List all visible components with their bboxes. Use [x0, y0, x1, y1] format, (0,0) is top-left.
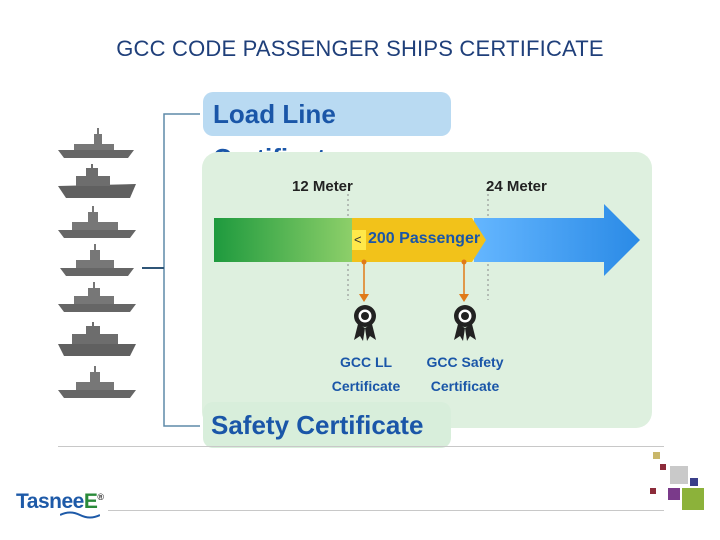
decor-square [660, 464, 666, 470]
ship-icon [54, 322, 140, 358]
divider [58, 446, 664, 447]
green-segment [214, 218, 354, 262]
ship-icon [54, 366, 140, 402]
decor-square [650, 488, 656, 494]
footer-divider [108, 510, 664, 511]
ship-icon [54, 206, 140, 242]
award-ribbon-icon [452, 304, 478, 342]
gcc-safety-certificate-label: GCC Safety Certificate [412, 350, 518, 398]
safety-certificate-label: Safety Certificate [203, 402, 451, 448]
decor-square [670, 466, 688, 484]
blue-arrow-head [474, 204, 640, 276]
decor-square [668, 488, 680, 500]
ship-icon [54, 244, 140, 280]
logo-wave [60, 510, 100, 520]
size-arrow [214, 190, 644, 310]
connector-bracket [140, 110, 206, 440]
less-than-symbol: < [354, 232, 362, 247]
decor-square [682, 488, 704, 510]
ship-icons [54, 118, 144, 408]
page-title: GCC CODE PASSENGER SHIPS CERTIFICATE [0, 36, 720, 62]
ship-icon [54, 126, 140, 162]
award-ribbon-icon [352, 304, 378, 342]
ship-icon [54, 164, 140, 200]
gcc-ll-certificate-label: GCC LL Certificate [318, 350, 414, 398]
load-line-certificate-label: Load Line Certificate [203, 92, 451, 136]
passenger-label: 200 Passenger [368, 230, 480, 248]
ship-icon [54, 280, 140, 316]
decor-square [653, 452, 660, 459]
decor-square [690, 478, 698, 486]
